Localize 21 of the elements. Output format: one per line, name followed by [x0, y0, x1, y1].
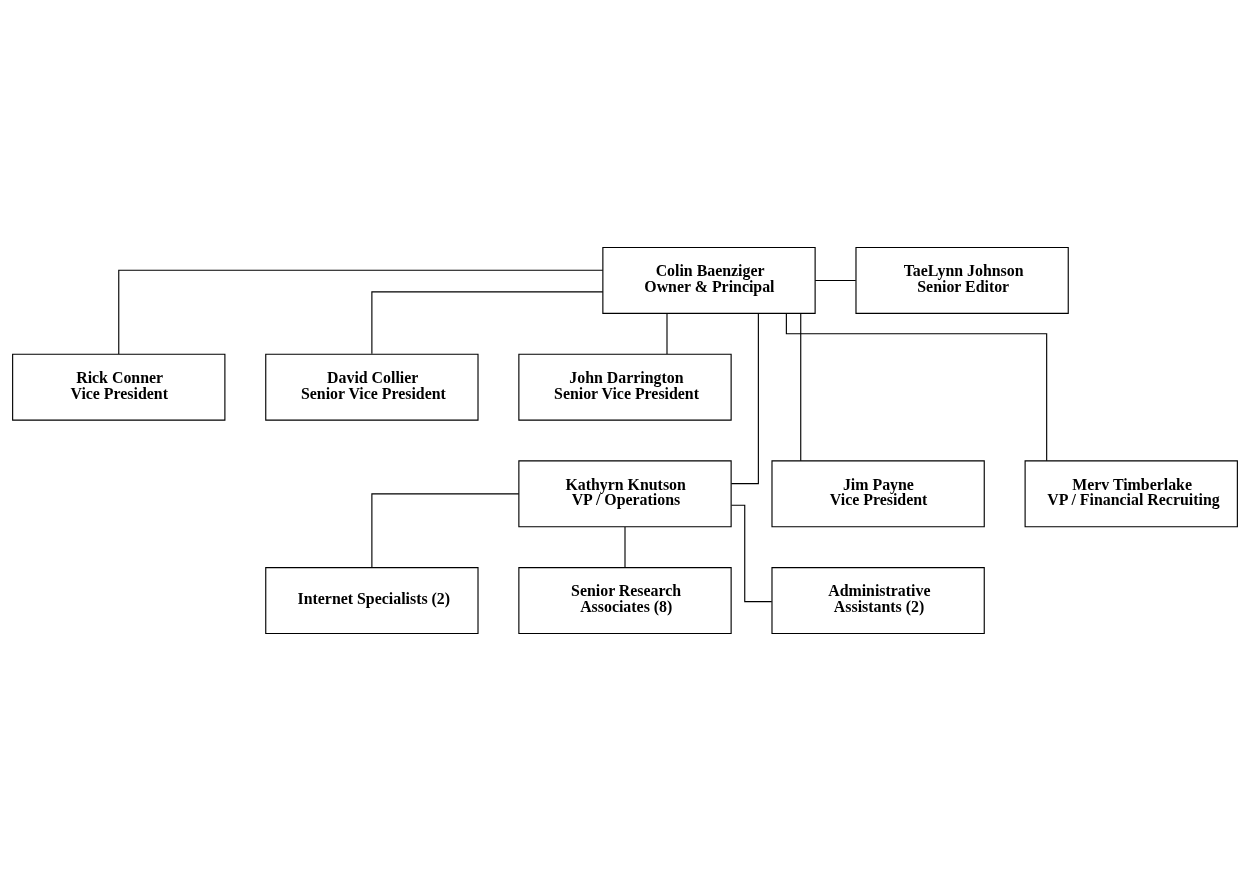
connector	[624, 525, 626, 568]
node-box: David Collier Senior Vice President	[265, 353, 479, 421]
node-box: Senior Research Associates (8)	[518, 566, 732, 634]
node-box: John Darrington Senior Vice President	[518, 353, 732, 421]
connector	[730, 504, 773, 602]
connector	[814, 279, 857, 281]
node-box: Jim Payne Vice President	[771, 459, 985, 527]
node-box: Administrative Assistants (2)	[771, 566, 985, 634]
node-box: Merv Timberlake VP / Financial Recruiting	[1024, 459, 1238, 527]
node-box: Internet Specialists (2)	[265, 566, 479, 634]
node-box: Rick Conner Vice President	[12, 353, 226, 421]
node-box: TaeLynn Johnson Senior Editor	[855, 246, 1069, 314]
connector	[730, 312, 759, 484]
node-box: Kathyrn Knutson VP / Operations	[518, 459, 732, 527]
connector	[371, 492, 520, 568]
connector	[118, 269, 604, 355]
connector	[800, 312, 802, 461]
node-box: Colin Baenziger Owner & Principal	[602, 246, 816, 314]
connector	[666, 312, 668, 355]
connector	[785, 312, 1048, 461]
connector	[371, 290, 604, 354]
